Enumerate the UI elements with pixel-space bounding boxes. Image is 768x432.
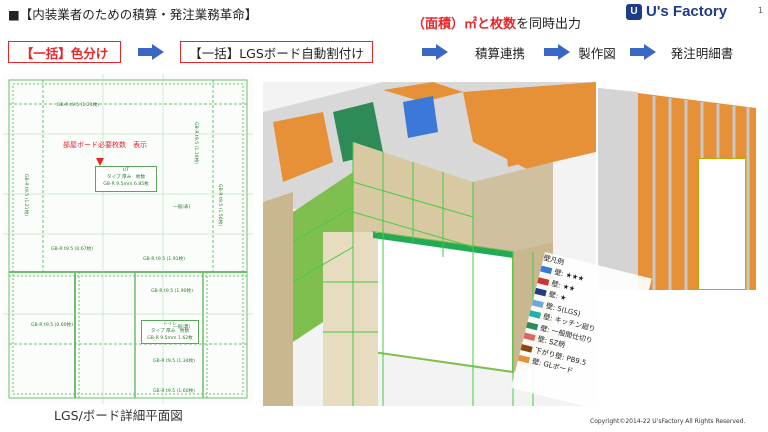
arrow-right-icon	[630, 44, 656, 60]
board-label: GB-R t9.5 (1.60枚)	[153, 389, 195, 394]
page-number: 1	[758, 6, 764, 15]
3d-detail-render	[598, 88, 756, 290]
logo-text: U's Factory	[646, 3, 728, 20]
legend-swatch	[540, 265, 553, 275]
legend-swatch	[517, 355, 530, 364]
step-order-statement: 発注明細書	[670, 45, 734, 61]
legend-swatch	[531, 299, 544, 308]
3d-model-render	[263, 82, 596, 406]
arrow-right-icon	[138, 44, 164, 60]
board-label: GB-R t9.5 (0.60枚)	[31, 323, 73, 328]
board-label: GB-R t9.5 (0.67枚)	[51, 247, 93, 252]
step-estimate-link: 積算連携	[474, 45, 525, 61]
logo-mark-icon: U	[626, 3, 642, 20]
headline-rest: を同時出力	[516, 17, 582, 32]
legend-swatch	[534, 288, 547, 297]
page-title: ■【内装業者のための積算・発注業務革命】	[8, 7, 258, 22]
room-header: タイプ 厚み 枚数	[106, 175, 146, 180]
legend-swatch	[528, 310, 542, 319]
arrow-right-icon	[544, 44, 570, 60]
room-label-toilet: トイレ タイプ 厚み 枚数 GB-R 9.5mm 1.62枚	[141, 320, 199, 344]
room-name: トイレ	[163, 322, 177, 327]
3d-model-view	[263, 82, 596, 406]
headline-emphasis: （面積）㎡と枚数	[412, 17, 517, 32]
board-label: 一般(裏)	[173, 325, 191, 330]
board-label: 一般(表)	[173, 205, 191, 210]
3d-detail-view	[598, 88, 756, 290]
copyright: Copyright©2014-22 U'sFactory All Rights …	[590, 418, 746, 425]
step-shop-drawing: 製作図	[578, 45, 616, 61]
board-label: GB-R t9.5 (1.91枚)	[143, 257, 185, 262]
legend-swatch	[526, 321, 539, 331]
arrow-right-icon	[422, 44, 448, 60]
room-count: GB-R 9.5mm 6.85枚	[103, 182, 149, 187]
company-logo: U U's Factory	[626, 3, 727, 20]
room-name: UT	[122, 168, 130, 173]
step-color-coding: 【一括】色分け	[8, 41, 121, 63]
step-lgs-board-layout: 【一括】LGSボード自動割付け	[180, 41, 373, 63]
note-pointer-icon	[96, 158, 104, 166]
board-label: GB-R t9.5 (1.90枚)	[151, 289, 193, 294]
board-label: GB-R t9.5 (1.21枚)	[23, 174, 28, 216]
room-header: タイプ 厚み 枚数	[150, 329, 190, 334]
board-label: GB-R t9.5 (1.16枚)	[193, 122, 198, 164]
room-count: GB-R 9.5mm 1.62枚	[147, 336, 193, 341]
board-label: GB-R t9.5 (1.21枚)	[57, 103, 99, 108]
board-label: GB-R t9.5 (1.56枚)	[217, 184, 222, 226]
legend-swatch	[520, 343, 533, 353]
room-label-ut: UT タイプ 厚み 枚数 GB-R 9.5mm 6.85枚	[95, 166, 157, 192]
board-label: GB-R t9.5 (1.34枚)	[153, 359, 195, 364]
legend-swatch	[523, 332, 536, 342]
floor-plan-drawing: 部屋ボード必要枚数 表示 UT タイプ 厚み 枚数 GB-R 9.5mm 6.8…	[3, 74, 253, 404]
headline: （面積）㎡と枚数を同時出力	[412, 13, 581, 32]
board-count-note: 部屋ボード必要枚数 表示	[63, 141, 147, 149]
legend-swatch	[537, 276, 550, 286]
floor-plan-lines	[3, 74, 253, 404]
floor-plan-caption: LGS/ボード詳細平面図	[54, 408, 183, 423]
